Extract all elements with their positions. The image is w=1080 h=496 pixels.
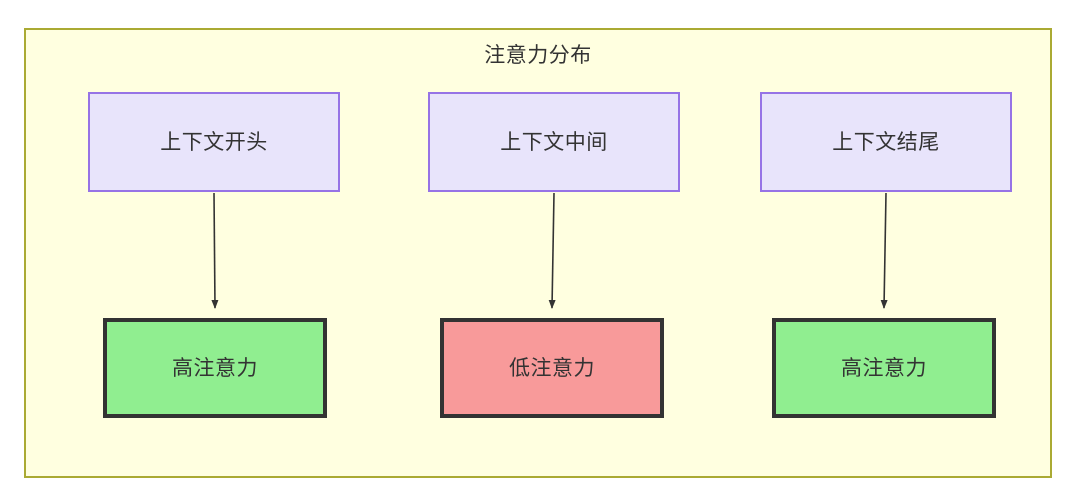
node-high-attention-start[interactable]: 高注意力 — [103, 318, 327, 418]
node-context-start-label: 上下文开头 — [160, 130, 268, 154]
node-context-end[interactable]: 上下文结尾 — [760, 92, 1012, 192]
node-high-attention-end[interactable]: 高注意力 — [772, 318, 996, 418]
node-context-middle[interactable]: 上下文中间 — [428, 92, 680, 192]
node-low-attention-middle[interactable]: 低注意力 — [440, 318, 664, 418]
node-low-attention-middle-label: 低注意力 — [509, 356, 595, 380]
node-context-end-label: 上下文结尾 — [832, 130, 940, 154]
node-high-attention-end-label: 高注意力 — [841, 356, 927, 380]
node-high-attention-start-label: 高注意力 — [172, 356, 258, 380]
node-context-start[interactable]: 上下文开头 — [88, 92, 340, 192]
node-context-middle-label: 上下文中间 — [500, 130, 608, 154]
subgraph-title: 注意力分布 — [484, 44, 592, 67]
